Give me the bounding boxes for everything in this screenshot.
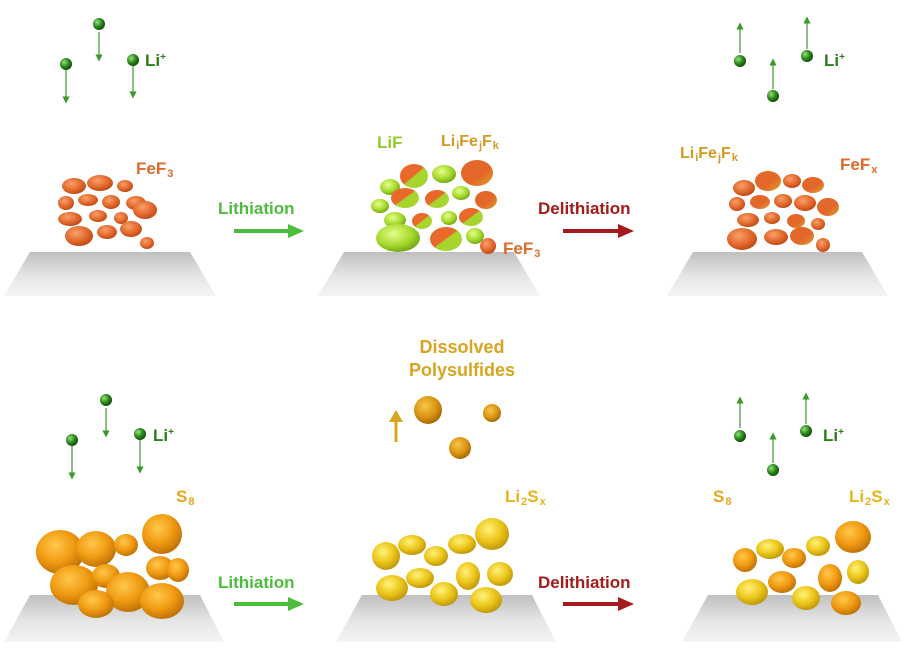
li-ion-label: Li+ xyxy=(823,426,844,445)
li-ion-sphere xyxy=(800,425,812,437)
substrate-plate xyxy=(318,252,540,296)
lithiated-fef3-cluster xyxy=(371,160,497,254)
li-ion-label: Li+ xyxy=(824,51,845,70)
delithiation-arrow-icon xyxy=(563,224,634,238)
li-ion-sphere xyxy=(127,54,139,66)
li2sx-cluster xyxy=(372,518,513,613)
li-ion-label: Li+ xyxy=(153,426,174,445)
li-ion-group-incoming xyxy=(68,408,144,480)
delithiation-label: Delithiation xyxy=(538,199,631,218)
fef3-particle-cluster xyxy=(58,175,157,249)
lithiation-label: Lithiation xyxy=(218,573,295,592)
li-ion-sphere xyxy=(60,58,72,70)
lithiation-label: Lithiation xyxy=(218,199,295,218)
li-ion-sphere xyxy=(734,55,746,67)
delithiation-arrow-icon xyxy=(563,597,634,611)
up-arrow-icon xyxy=(389,410,403,442)
s8-label: S8 xyxy=(176,487,195,508)
li-ion-group-outgoing xyxy=(736,16,811,89)
delithiation-label: Delithiation xyxy=(538,573,631,592)
delithiated-sulfur-cluster xyxy=(733,521,871,615)
li-fe-f-label: LiiFejFk xyxy=(680,145,738,164)
polysulfide-sphere xyxy=(449,437,471,459)
li-fe-f-label: LiiFejFk xyxy=(441,133,499,152)
li-ion-sphere xyxy=(93,18,105,30)
li-ion-group-incoming xyxy=(62,32,137,104)
substrate-plate xyxy=(667,252,888,296)
dissolved-polysulfides-label: Dissolved Polysulfides xyxy=(408,337,516,380)
li-ion-sphere xyxy=(100,394,112,406)
lif-label: LiF xyxy=(377,133,403,152)
polysulfide-sphere xyxy=(414,396,442,424)
substrate-plate xyxy=(336,595,556,642)
li-ion-label: Li+ xyxy=(145,51,166,70)
fef3-label: FeF3 xyxy=(503,239,541,260)
s8-label: S8 xyxy=(713,487,732,508)
lithiation-arrow-icon xyxy=(234,597,304,611)
lithiation-arrow-icon xyxy=(234,224,304,238)
li2sx-label: Li2Sx xyxy=(849,487,890,508)
delithiated-fefx-cluster xyxy=(727,171,839,252)
sulfur-s8-cluster xyxy=(36,514,189,619)
fefx-label: FeFx xyxy=(840,155,878,176)
li-ion-sphere xyxy=(767,90,779,102)
li-ion-sphere xyxy=(801,50,813,62)
substrate-plate xyxy=(4,252,216,296)
li-ion-sphere xyxy=(66,434,78,446)
substrate-plate xyxy=(682,595,902,642)
li2sx-label: Li2Sx xyxy=(505,487,546,508)
li-ion-sphere xyxy=(734,430,746,442)
li-ion-sphere xyxy=(134,428,146,440)
fef3-label: FeF3 xyxy=(136,159,174,180)
li-ion-sphere xyxy=(767,464,779,476)
li-ion-group-outgoing xyxy=(736,392,810,463)
polysulfide-sphere xyxy=(483,404,501,422)
